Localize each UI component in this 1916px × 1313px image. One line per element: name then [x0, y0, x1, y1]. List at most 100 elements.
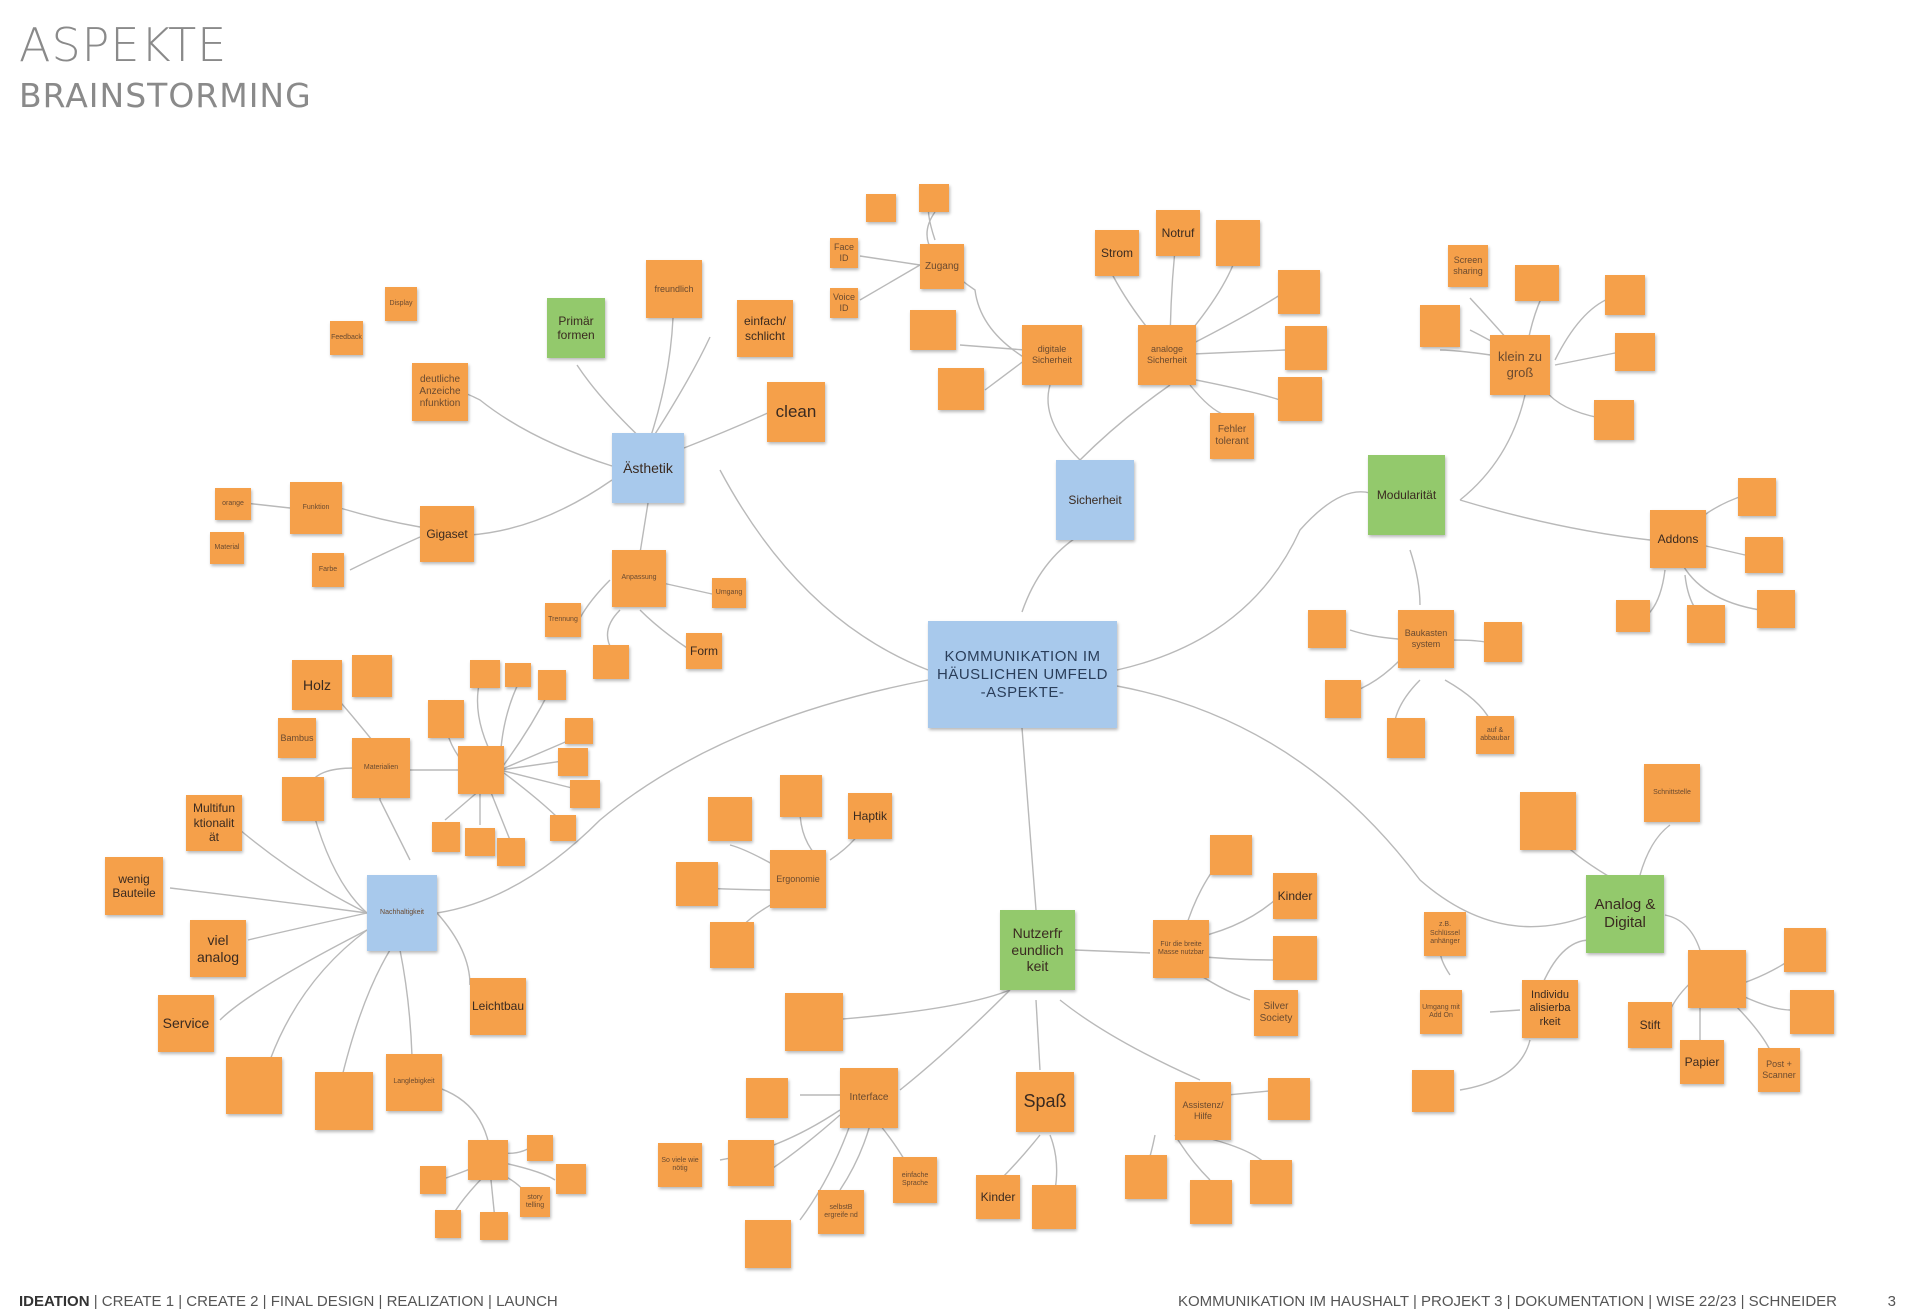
- note-bauk-sub4[interactable]: [1387, 718, 1425, 758]
- note-digitale-sicherheit[interactable]: digitale Sicherheit: [1022, 325, 1082, 385]
- note-nutzer-sub2[interactable]: [1210, 835, 1252, 875]
- note-nachh-sub1[interactable]: [226, 1057, 282, 1114]
- note-ergonomie[interactable]: Ergonomie: [770, 850, 826, 908]
- note-einfache-sprache[interactable]: einfache Sprache: [893, 1157, 937, 1203]
- note-notruf-sub[interactable]: [1216, 220, 1260, 266]
- note-spass[interactable]: Spaß: [1016, 1072, 1074, 1132]
- note-umgang-addon[interactable]: Umgang mit Add On: [1420, 990, 1462, 1034]
- note-lang-sub5[interactable]: [480, 1212, 508, 1240]
- category-analog-digital[interactable]: Analog & Digital: [1586, 875, 1664, 953]
- note-analog-sub5[interactable]: [1790, 990, 1834, 1034]
- note-clean[interactable]: clean: [767, 382, 825, 442]
- note-strom[interactable]: Strom: [1095, 230, 1139, 276]
- note-addons[interactable]: Addons: [1650, 510, 1706, 568]
- note-kinder-1[interactable]: Kinder: [1273, 873, 1317, 919]
- note-anpassung-sub[interactable]: [593, 645, 629, 679]
- note-assist-sub2[interactable]: [1125, 1155, 1167, 1199]
- note-mat-sub11[interactable]: [497, 838, 525, 866]
- note-mat-sub8[interactable]: [550, 815, 576, 841]
- note-mat-sub2[interactable]: [470, 660, 500, 688]
- note-ergo-sub3[interactable]: [676, 862, 718, 906]
- note-haptik[interactable]: Haptik: [848, 793, 892, 839]
- note-selbsterklaerend[interactable]: selbstB ergreife nd: [818, 1190, 864, 1234]
- note-multifunktionalitaet[interactable]: Multifun ktionalit ät: [186, 795, 242, 851]
- note-klein-zu-gross[interactable]: klein zu groß: [1490, 335, 1550, 395]
- note-addon-sub4[interactable]: [1616, 600, 1650, 632]
- note-zugang-sub2[interactable]: [919, 184, 949, 212]
- note-langlebigkeit[interactable]: Langlebigkeit: [386, 1054, 442, 1111]
- note-orange[interactable]: orange: [215, 488, 251, 520]
- note-dig-sub1[interactable]: [910, 310, 956, 350]
- note-analog-sub1[interactable]: [1520, 792, 1576, 850]
- note-screen-sharing[interactable]: Screen sharing: [1448, 245, 1488, 287]
- note-stift[interactable]: Stift: [1628, 1002, 1672, 1048]
- note-freundlich[interactable]: freundlich: [646, 260, 702, 318]
- note-mat-sub7[interactable]: [570, 780, 600, 808]
- note-notruf[interactable]: Notruf: [1156, 210, 1200, 256]
- note-primaer-formen[interactable]: Primär formen: [547, 298, 605, 358]
- note-ana-sub1[interactable]: [1278, 270, 1320, 314]
- note-analog-sub3[interactable]: [1688, 950, 1746, 1008]
- note-mat-sub6[interactable]: [558, 748, 588, 776]
- note-lang-sub4[interactable]: [435, 1210, 461, 1238]
- note-small-display[interactable]: Display: [385, 287, 417, 321]
- note-mod-sub5[interactable]: [1594, 400, 1634, 440]
- note-holz[interactable]: Holz: [292, 660, 342, 710]
- note-zugang[interactable]: Zugang: [920, 244, 964, 289]
- note-silver-society[interactable]: Silver Society: [1254, 990, 1298, 1036]
- note-bauk-sub3[interactable]: [1325, 680, 1361, 718]
- note-face-id[interactable]: Face ID: [830, 238, 858, 268]
- note-addon-sub3[interactable]: [1757, 590, 1795, 628]
- note-inter-sub1[interactable]: [746, 1078, 788, 1118]
- note-lang-sub3[interactable]: [556, 1164, 586, 1194]
- note-mat-sub4[interactable]: [538, 670, 566, 700]
- note-mat-sub3[interactable]: [505, 663, 531, 687]
- note-lang-sub2[interactable]: [420, 1166, 446, 1194]
- note-small-umgang[interactable]: Umgang: [712, 578, 746, 608]
- note-dig-sub2[interactable]: [938, 368, 984, 410]
- category-nutzerfreundlich[interactable]: Nutzerfr eundlich keit: [1000, 910, 1075, 990]
- note-recycelt-plastik[interactable]: [352, 655, 392, 697]
- note-nachh-sub2[interactable]: [315, 1072, 373, 1130]
- note-auf-abbaubar[interactable]: auf & abbaubar: [1476, 716, 1514, 754]
- note-small-farbe[interactable]: Farbe: [312, 553, 344, 587]
- note-leichtbau[interactable]: Leichtbau: [470, 978, 526, 1035]
- note-nutzer-sub3[interactable]: [1273, 936, 1317, 980]
- note-assist-sub4[interactable]: [1250, 1160, 1292, 1204]
- note-form[interactable]: Form: [686, 633, 722, 669]
- note-bambus[interactable]: Bambus: [278, 718, 316, 758]
- note-mat-sub5[interactable]: [565, 718, 593, 744]
- note-lang-sub1[interactable]: [527, 1135, 553, 1161]
- note-analog-sub4[interactable]: [1784, 928, 1826, 972]
- note-bauk-sub2[interactable]: [1484, 622, 1522, 662]
- note-interface[interactable]: Interface: [840, 1068, 898, 1128]
- central-topic[interactable]: KOMMUNIKATION IM HÄUSLICHEN UMFELD -ASPE…: [928, 621, 1117, 728]
- note-nutzer-sub1[interactable]: [785, 993, 843, 1051]
- note-addon-sub5[interactable]: [1687, 605, 1725, 643]
- note-schlussel-anhaenger[interactable]: z.B. Schlüssel anhänger: [1424, 912, 1466, 956]
- note-nachhaltige-stoffe[interactable]: [282, 777, 324, 821]
- note-mat-sub1[interactable]: [428, 700, 464, 738]
- note-viel-analog[interactable]: viel analog: [190, 920, 246, 977]
- note-baukasten[interactable]: Baukasten system: [1398, 610, 1454, 668]
- note-lang-center[interactable]: [468, 1140, 508, 1180]
- note-ergo-sub2[interactable]: [780, 775, 822, 817]
- note-mod-sub1[interactable]: [1515, 265, 1559, 301]
- note-so-viele-wie-noetig[interactable]: So viele wie nötig: [658, 1143, 702, 1187]
- note-zugang-sub1[interactable]: [866, 194, 896, 222]
- note-mod-sub4[interactable]: [1615, 333, 1655, 371]
- note-papier[interactable]: Papier: [1680, 1040, 1724, 1084]
- note-assist-sub3[interactable]: [1190, 1180, 1232, 1224]
- note-mat-sub9[interactable]: [432, 822, 460, 852]
- note-addon-sub1[interactable]: [1738, 478, 1776, 516]
- note-ergo-sub4[interactable]: [710, 922, 754, 968]
- note-assist-sub1[interactable]: [1268, 1078, 1310, 1120]
- category-modularitaet[interactable]: Modularität: [1368, 455, 1445, 535]
- note-voice-id[interactable]: Voice ID: [830, 288, 858, 318]
- note-mat-sub10[interactable]: [465, 828, 495, 856]
- footer-nav-items[interactable]: | CREATE 1 | CREATE 2 | FINAL DESIGN | R…: [89, 1293, 558, 1310]
- note-assistenz[interactable]: Assistenz/ Hilfe: [1175, 1082, 1231, 1140]
- note-materialien[interactable]: Materialien: [352, 738, 410, 798]
- note-analog-sub2[interactable]: [1412, 1070, 1454, 1112]
- category-nachhaltigkeit[interactable]: Nachhaltigkeit: [367, 875, 437, 951]
